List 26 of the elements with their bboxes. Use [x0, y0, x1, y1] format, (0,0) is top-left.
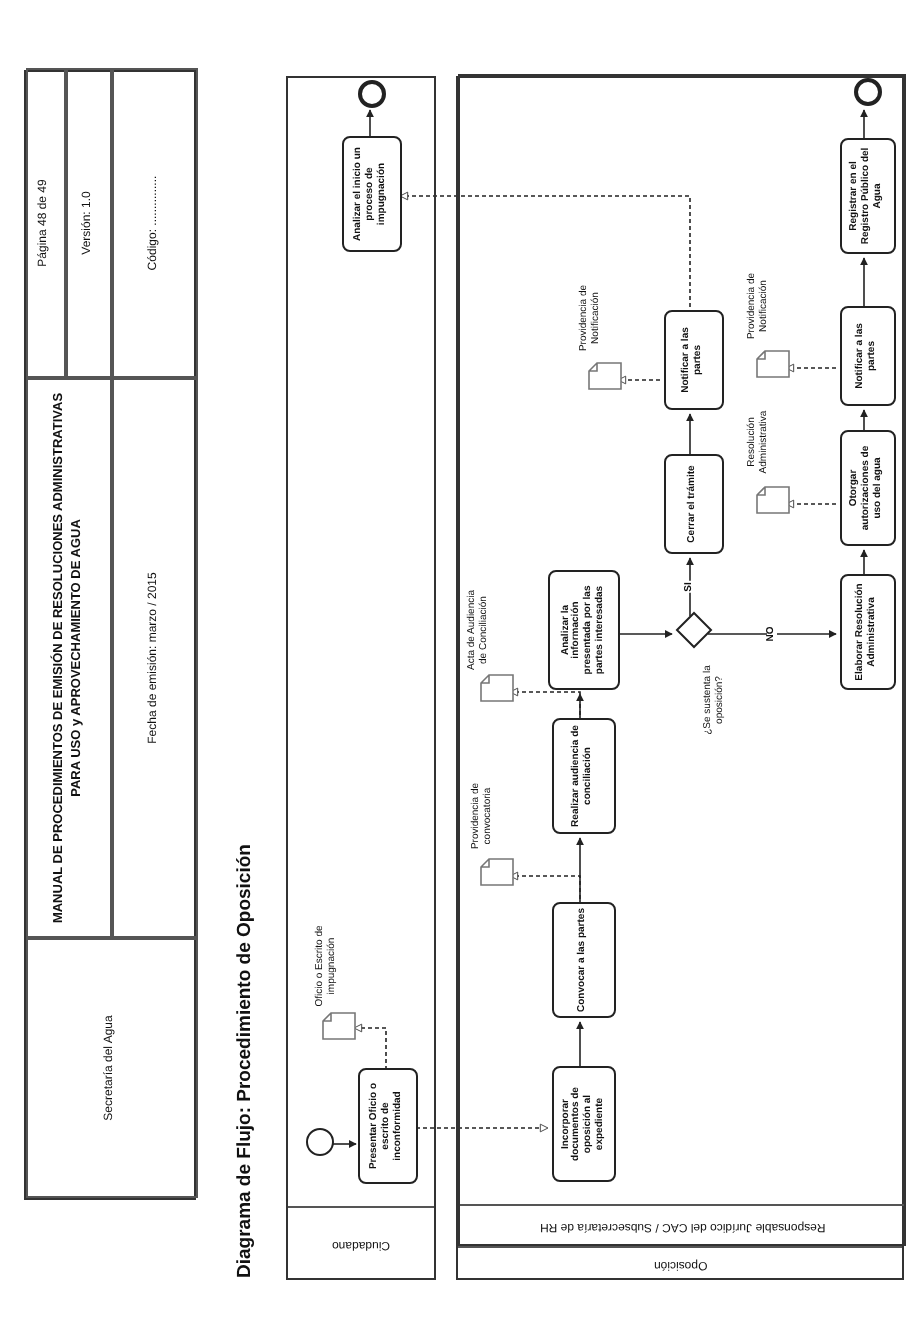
gateway-diamond [676, 612, 712, 648]
arrow [860, 549, 868, 579]
dashed-arrow [785, 363, 837, 373]
arrow [615, 630, 673, 638]
arrow [686, 557, 694, 617]
document-icon [480, 674, 514, 702]
document-icon [756, 486, 790, 514]
arrow [686, 413, 694, 459]
arrow [860, 257, 868, 311]
document-icon [756, 350, 790, 378]
arrow [366, 109, 374, 139]
arrow [707, 630, 837, 638]
document-icon [322, 1012, 356, 1040]
dashed-arrow [353, 1023, 387, 1071]
document-icon [480, 858, 514, 886]
arrow [576, 837, 584, 907]
dashed-arrow [785, 499, 837, 509]
document-icon [588, 362, 622, 390]
arrow [576, 693, 584, 723]
arrow [576, 1021, 584, 1071]
dashed-arrow [415, 1123, 549, 1133]
arrow [860, 109, 868, 143]
diagram-title: Diagrama de Flujo: Procedimiento de Oposición [232, 844, 258, 1278]
arrow [331, 1140, 357, 1148]
dashed-arrow [617, 375, 661, 385]
swimlane [286, 76, 436, 1280]
